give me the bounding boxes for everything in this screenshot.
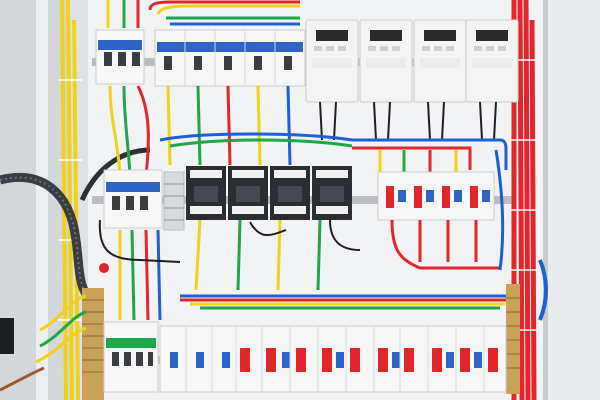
timer-3 bbox=[413, 19, 467, 103]
timer-1 bbox=[305, 19, 359, 103]
bottom-breaker-main bbox=[103, 321, 159, 393]
brass-terminal-strip-right bbox=[506, 284, 520, 394]
black-control-wires bbox=[98, 219, 361, 263]
mid-isolator bbox=[103, 169, 163, 229]
door-hinge-strip bbox=[36, 0, 48, 400]
main-isolator bbox=[95, 29, 145, 85]
conduit-cable-upper bbox=[79, 147, 151, 202]
earth-wire-bundle bbox=[0, 294, 87, 392]
door-latch bbox=[0, 318, 14, 354]
right-blue-wire bbox=[538, 259, 548, 321]
terminal-block bbox=[163, 171, 185, 231]
brass-terminal-strip-left bbox=[82, 288, 104, 400]
warning-sticker bbox=[99, 263, 109, 273]
timer-output-wires bbox=[319, 101, 497, 141]
lower-wiring bbox=[118, 219, 510, 321]
bottom-breaker-row bbox=[159, 325, 507, 393]
door-edge-right-shadow bbox=[540, 0, 548, 400]
middle-wiring bbox=[108, 85, 508, 176]
contactor-2 bbox=[228, 166, 268, 220]
door-edge-right bbox=[545, 0, 600, 400]
contactor-1 bbox=[186, 166, 226, 220]
top-breaker-bank bbox=[154, 29, 306, 87]
contactor-3 bbox=[270, 166, 310, 220]
timer-2 bbox=[359, 19, 413, 103]
right-group-lower-wires bbox=[390, 149, 505, 271]
top-wires bbox=[106, 0, 300, 28]
contactor-4 bbox=[312, 166, 352, 220]
right-breaker-group bbox=[377, 171, 495, 221]
conduit-cable-highlight bbox=[0, 176, 93, 301]
timer-4 bbox=[465, 19, 519, 103]
